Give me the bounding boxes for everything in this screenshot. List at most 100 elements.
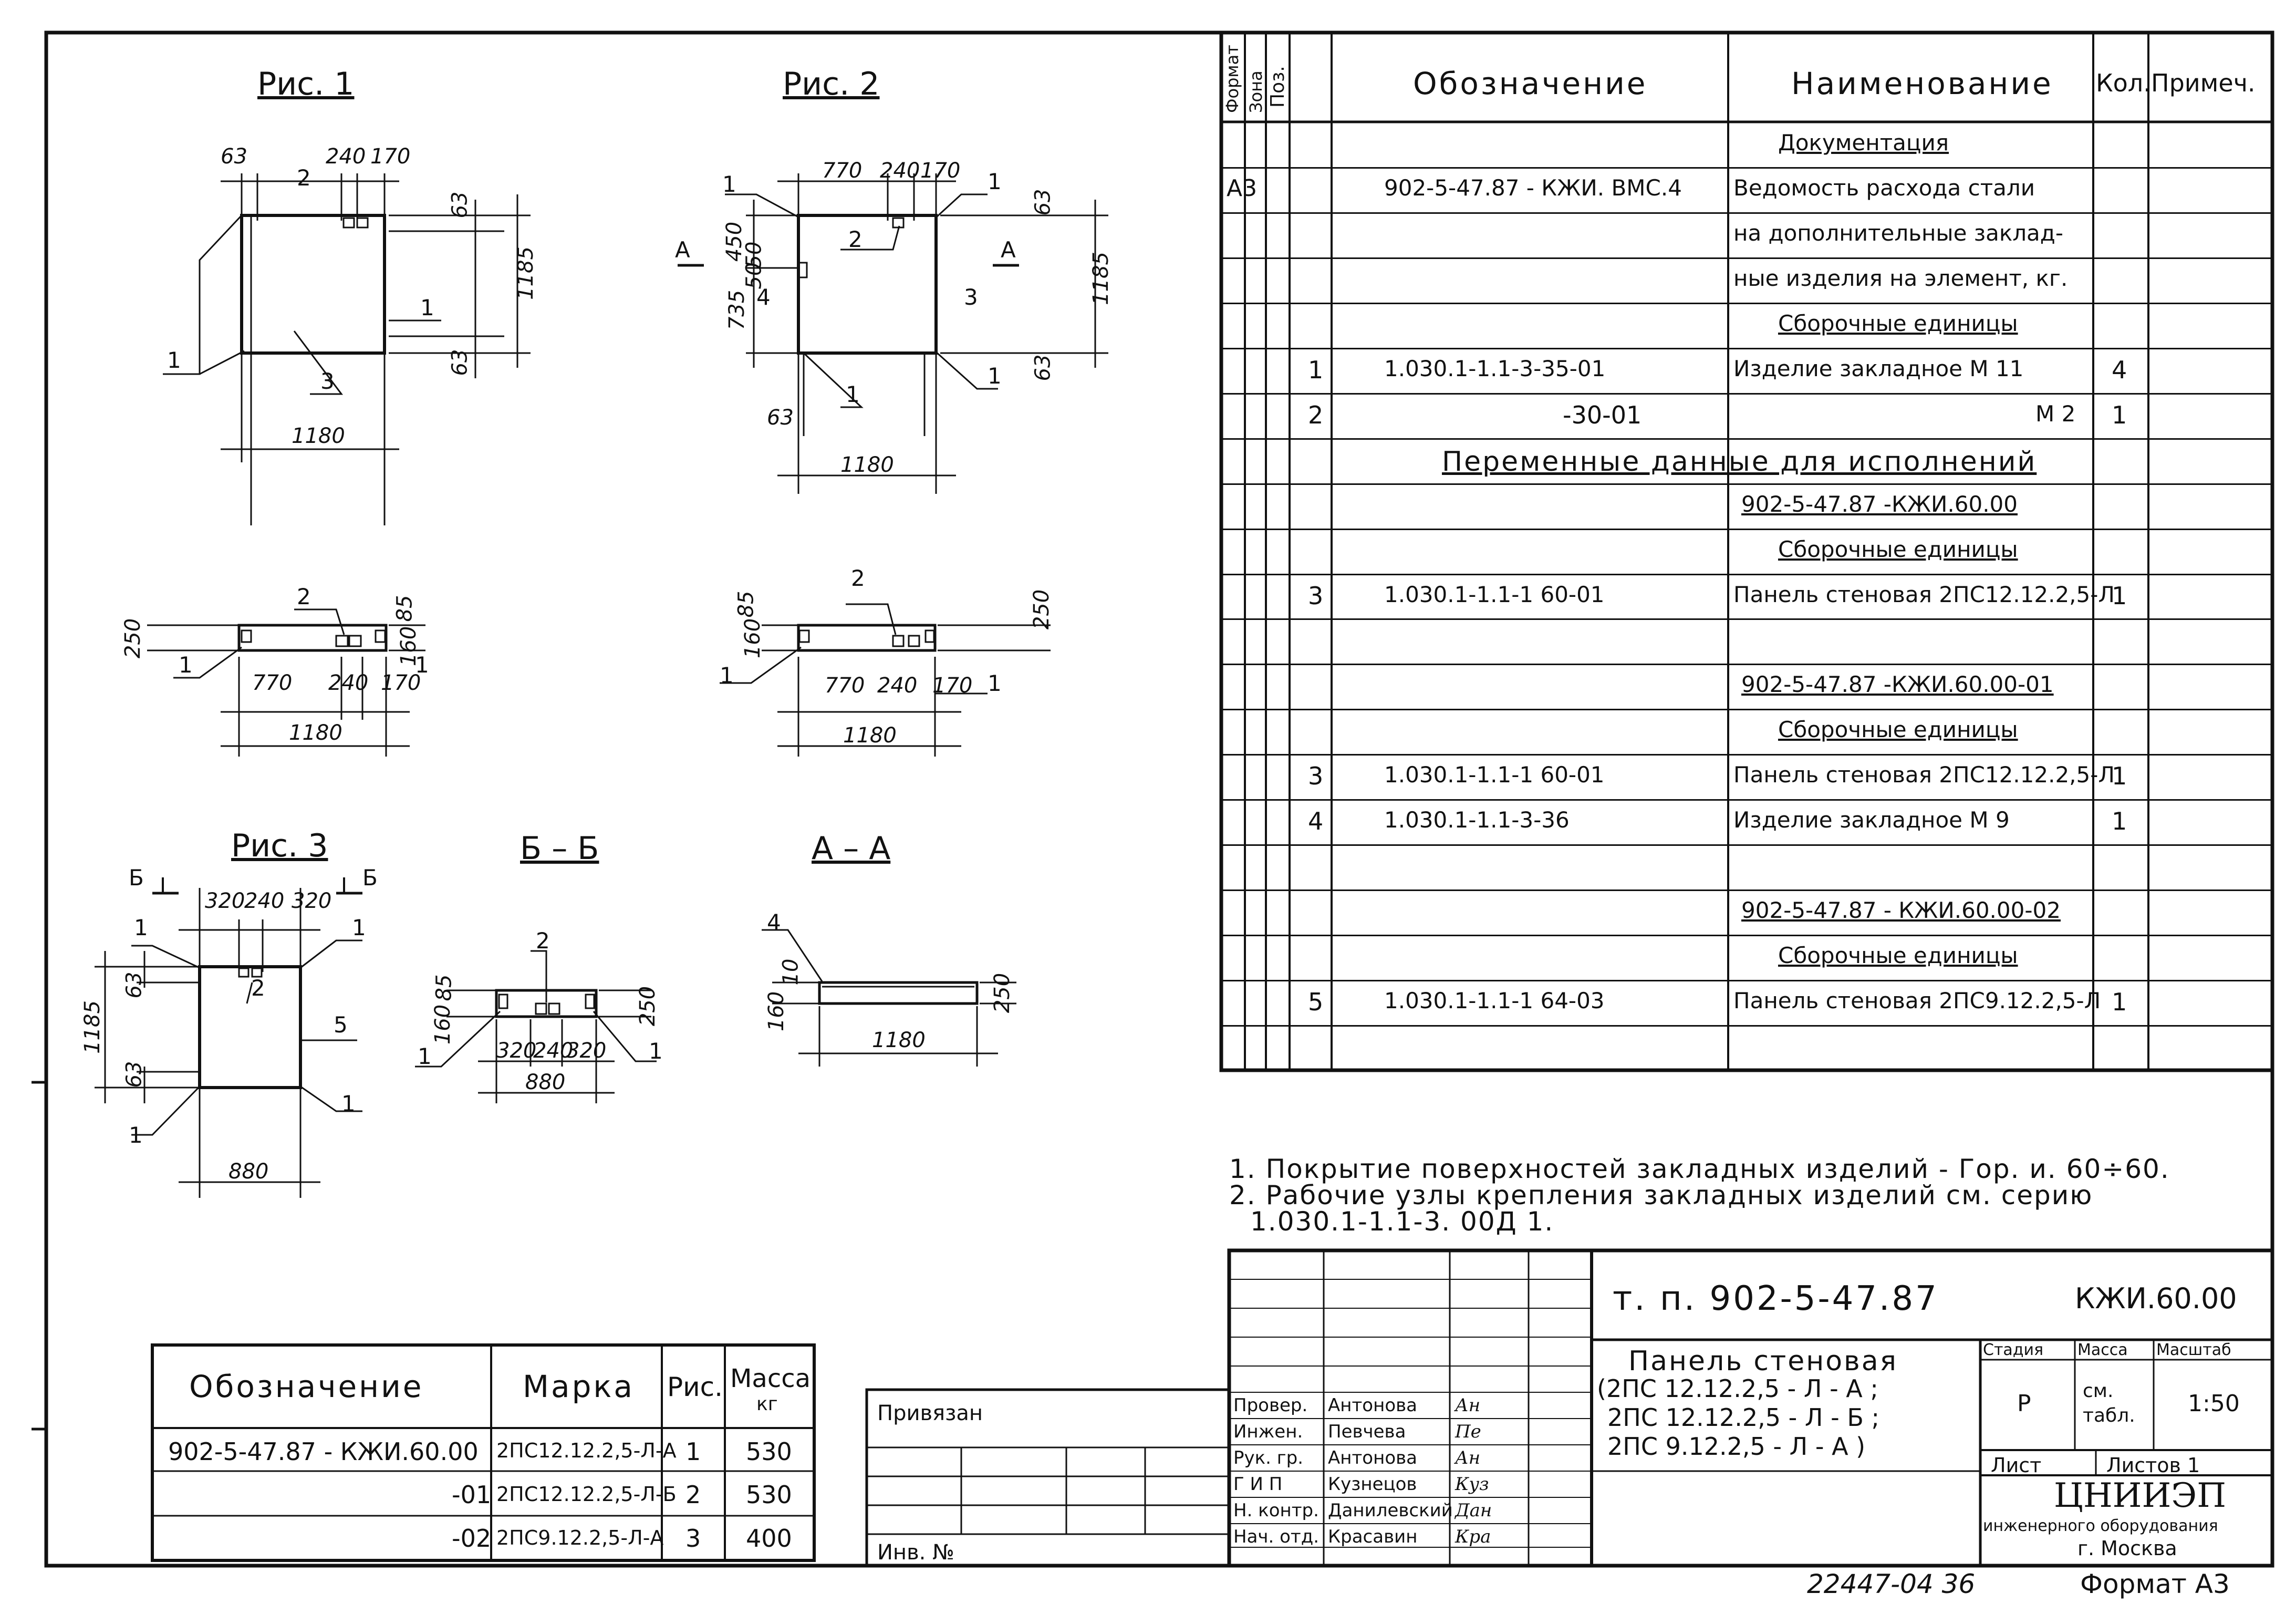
figure-2-title: Рис. 2 bbox=[783, 66, 880, 102]
spec-row-pos: 5 bbox=[1308, 988, 1324, 1017]
spec-row-name: на дополнительные заклад- bbox=[1733, 220, 2063, 246]
spec-row-divider bbox=[1221, 799, 2272, 801]
marks-row-2-fig: 2 bbox=[685, 1481, 701, 1509]
role-label: Рук. гр. bbox=[1233, 1447, 1304, 1468]
spec-row-name: 902-5-47.87 -КЖИ.60.00 bbox=[1741, 491, 2018, 517]
fig3-dim-320a: 320 bbox=[205, 889, 245, 913]
fig1-dim-1180: 1180 bbox=[292, 424, 345, 448]
fig2-pos-1-bl: 1 bbox=[846, 381, 860, 407]
fig1-pos-1-left: 1 bbox=[167, 347, 181, 373]
spec-row-pos: 4 bbox=[1308, 807, 1324, 836]
aa-pos-4: 4 bbox=[767, 909, 781, 935]
fig3-pos-5: 5 bbox=[334, 1012, 348, 1038]
spec-row-name: Ведомость расхода стали bbox=[1733, 174, 2035, 201]
spec-row-name: Сборочные единицы bbox=[1778, 536, 2018, 562]
spec-row-pos: 3 bbox=[1308, 762, 1324, 791]
spec-row-divider bbox=[1221, 935, 2272, 937]
role-signature: Кра bbox=[1455, 1526, 1491, 1547]
spec-row-designation: 902-5-47.87 - КЖИ. ВМС.4 bbox=[1384, 174, 1682, 201]
bb-pos-2: 2 bbox=[536, 928, 550, 954]
fig1-dim-1185: 1185 bbox=[513, 246, 538, 300]
fig2-pos-1-tl: 1 bbox=[722, 171, 736, 197]
stage-value: Р bbox=[2017, 1390, 2031, 1417]
spec-row-divider bbox=[1221, 1070, 2272, 1072]
fig3-dim-320b: 320 bbox=[292, 889, 332, 913]
fig3-dim-240: 240 bbox=[244, 889, 285, 913]
role-label: Инжен. bbox=[1233, 1421, 1303, 1442]
role-name: Данилевский bbox=[1328, 1500, 1453, 1521]
fig1-pos-2: 2 bbox=[297, 165, 311, 191]
fig2-pos-1-tr: 1 bbox=[988, 169, 1002, 194]
fig1-pos-3: 3 bbox=[320, 368, 335, 394]
spec-row-name: Панель стеновая 2ПС12.12.2,5-Л bbox=[1733, 762, 2115, 788]
scale-value: 1:50 bbox=[2188, 1390, 2240, 1417]
spec-row-qty: 1 bbox=[2112, 400, 2127, 429]
bb-dim-320b: 320 bbox=[566, 1039, 607, 1063]
side1-pos-1-right: 1 bbox=[415, 652, 429, 678]
role-name: Кузнецов bbox=[1328, 1474, 1417, 1495]
marks-header-mass-unit: кг bbox=[756, 1393, 778, 1415]
spec-header-note: Примеч. bbox=[2151, 69, 2256, 97]
bb-pos-1-left: 1 bbox=[418, 1043, 432, 1069]
spec-row-divider bbox=[1221, 573, 2272, 575]
spec-row-name: М 2 bbox=[2035, 400, 2076, 427]
role-name: Антонова bbox=[1328, 1447, 1417, 1468]
spec-row-name: Сборочные единицы bbox=[1778, 943, 2018, 969]
fig2-section-mark-right: А bbox=[1001, 237, 1016, 263]
spec-row-name: Панель стеновая 2ПС12.12.2,5-Л bbox=[1733, 581, 2115, 607]
fig2-dim-63a: 63 bbox=[1031, 189, 1055, 216]
spec-row-qty: 1 bbox=[2112, 807, 2127, 836]
fig2-dim-735: 735 bbox=[725, 289, 750, 330]
spec-row-designation: 1.030.1-1.1-3-35-01 bbox=[1384, 355, 1606, 381]
title-line-2: (2ПС 12.12.2,5 - Л - А ; bbox=[1597, 1374, 1878, 1403]
marks-row-3-mark: 2ПС9.12.2,5-Л-А bbox=[496, 1526, 664, 1549]
spec-header-zone: Зона bbox=[1246, 70, 1266, 113]
fig1-dim-240: 240 bbox=[326, 144, 366, 169]
organization-city: г. Москва bbox=[2077, 1537, 2177, 1560]
spec-row-designation: 1.030.1-1.1-1 60-01 bbox=[1384, 581, 1605, 607]
footer-number: 22447-04 36 bbox=[1807, 1569, 1976, 1599]
spec-row-divider bbox=[1221, 167, 2272, 169]
footer-format: Формат А3 bbox=[2080, 1569, 2230, 1599]
mass-header: Масса bbox=[2077, 1341, 2128, 1359]
binding-label: Привязан bbox=[877, 1401, 983, 1425]
spec-row-divider bbox=[1221, 212, 2272, 214]
spec-header-qty: Кол. bbox=[2096, 69, 2151, 97]
bb-dim-240: 240 bbox=[533, 1039, 574, 1063]
fig2-pos-4: 4 bbox=[756, 284, 771, 310]
spec-row-name: Изделие закладное М 11 bbox=[1733, 355, 2024, 381]
fig3-pos-1-tr: 1 bbox=[352, 915, 366, 940]
role-signature: Ан bbox=[1455, 1447, 1481, 1468]
spec-row-designation: 1.030.1-1.1-3-36 bbox=[1384, 807, 1570, 833]
spec-row-pos: 1 bbox=[1308, 355, 1324, 384]
spec-row-heading: Переменные данные для исполнений bbox=[1442, 446, 2037, 478]
note-1: 1. Покрытие поверхностей закладных издел… bbox=[1229, 1154, 2170, 1184]
side1-dim-1180: 1180 bbox=[289, 721, 342, 745]
spec-row-divider bbox=[1221, 392, 2272, 395]
role-name: Красавин bbox=[1328, 1526, 1418, 1547]
side2-dim-240: 240 bbox=[877, 674, 918, 698]
fig2-dim-240: 240 bbox=[880, 159, 920, 183]
aa-dim-10: 10 bbox=[778, 958, 803, 986]
marks-row-1-mark: 2ПС12.12.2,5-Л-А bbox=[496, 1439, 677, 1462]
spec-header-format: Формат bbox=[1222, 45, 1242, 113]
spec-row-name: Сборочные единицы bbox=[1778, 310, 2018, 336]
section-aa-title: А – А bbox=[812, 830, 891, 867]
fig1-pos-1-right: 1 bbox=[420, 295, 434, 320]
side2-dim-770: 770 bbox=[825, 674, 865, 698]
role-signature: Куз bbox=[1455, 1474, 1489, 1495]
figure-3-title: Рис. 3 bbox=[231, 827, 328, 864]
sheets-label: Листов 1 bbox=[2106, 1454, 2200, 1477]
spec-row-name: Сборочные единицы bbox=[1778, 717, 2018, 743]
figure-1-title: Рис. 1 bbox=[257, 66, 355, 102]
spec-row-divider bbox=[1221, 528, 2272, 530]
spec-row-name: Документация bbox=[1778, 129, 1949, 156]
aa-dim-1180: 1180 bbox=[872, 1028, 926, 1052]
spec-row-divider bbox=[1221, 618, 2272, 620]
fig3-section-mark-right: Б bbox=[362, 865, 378, 891]
bb-dim-160: 160 bbox=[431, 1004, 455, 1045]
spec-row-divider bbox=[1221, 844, 2272, 846]
stage-header: Стадия bbox=[1983, 1341, 2044, 1359]
side1-dim-770: 770 bbox=[252, 671, 293, 695]
